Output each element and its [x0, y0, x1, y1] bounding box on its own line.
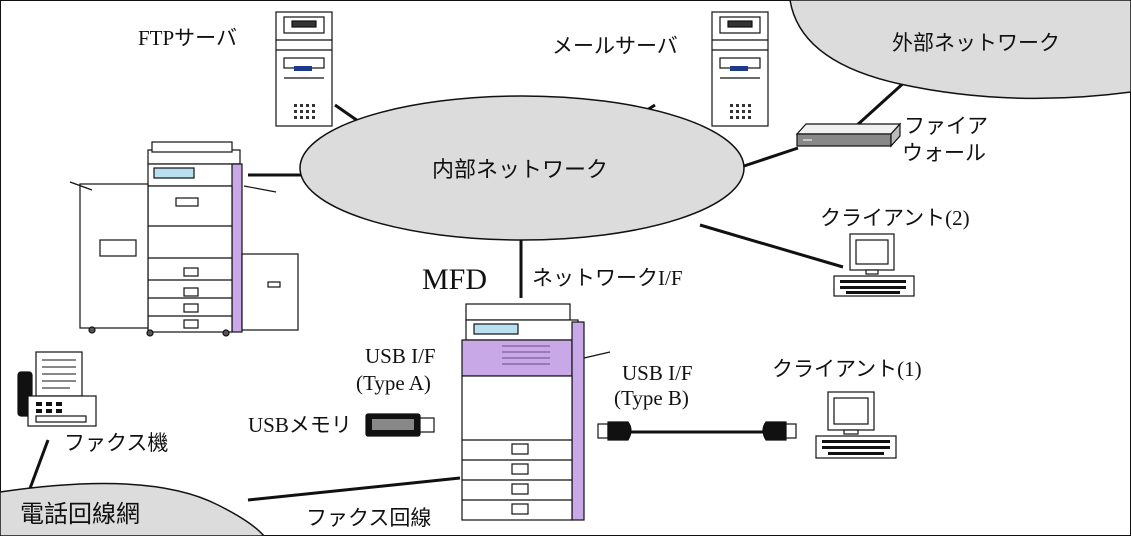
usb-if-a-label-line1: USB I/F	[365, 344, 436, 368]
usb-memory-icon	[365, 413, 435, 437]
client1-computer-icon	[815, 391, 897, 459]
external-network-cloud	[789, 0, 1131, 100]
mfd-label: MFD	[422, 263, 487, 296]
fax-machine-icon	[17, 351, 97, 427]
usb-plug-client-icon	[762, 421, 797, 441]
firewall-icon	[795, 122, 902, 148]
mail-server-label: メールサーバ	[552, 34, 678, 58]
usb-if-a-label-line2: (Type A)	[356, 371, 431, 395]
client2-label: クライアント(2)	[820, 206, 970, 230]
line-internal-firewall	[737, 146, 799, 170]
usb-plug-b-icon	[597, 421, 632, 441]
ftp-server-icon	[275, 11, 333, 127]
mail-server-icon	[711, 11, 769, 127]
client1-label: クライアント(1)	[772, 357, 922, 381]
client2-computer-icon	[833, 233, 915, 297]
usb-memory-label: USBメモリ	[248, 413, 352, 437]
usb-if-b-label-line1: USB I/F	[622, 361, 693, 385]
large-mfd-icon	[69, 141, 299, 337]
usb-if-b-label-line2: (Type B)	[614, 386, 689, 410]
firewall-label-line1: ファイア	[904, 114, 988, 138]
internal-network-label: 内部ネットワーク	[432, 157, 608, 182]
fax-line-label: ファクス回線	[306, 506, 431, 530]
fax-machine-label: ファクス機	[64, 431, 168, 455]
mfd-icon	[461, 303, 611, 521]
line-fax-line	[247, 476, 461, 502]
line-internal-client2	[699, 223, 844, 269]
firewall-label-line2: ウォール	[902, 141, 986, 165]
phone-network-cloud	[0, 482, 265, 536]
phone-network-label: 電話回線網	[20, 501, 140, 528]
internal-network-cloud	[299, 95, 745, 241]
diagram-labels: FTPサーバ メールサーバ 外部ネットワーク ファイア ウォール 内部ネットワー…	[20, 26, 1060, 530]
external-network-label: 外部ネットワーク	[892, 31, 1060, 55]
ftp-server-label: FTPサーバ	[138, 26, 237, 50]
network-if-label: ネットワークI/F	[532, 266, 683, 290]
